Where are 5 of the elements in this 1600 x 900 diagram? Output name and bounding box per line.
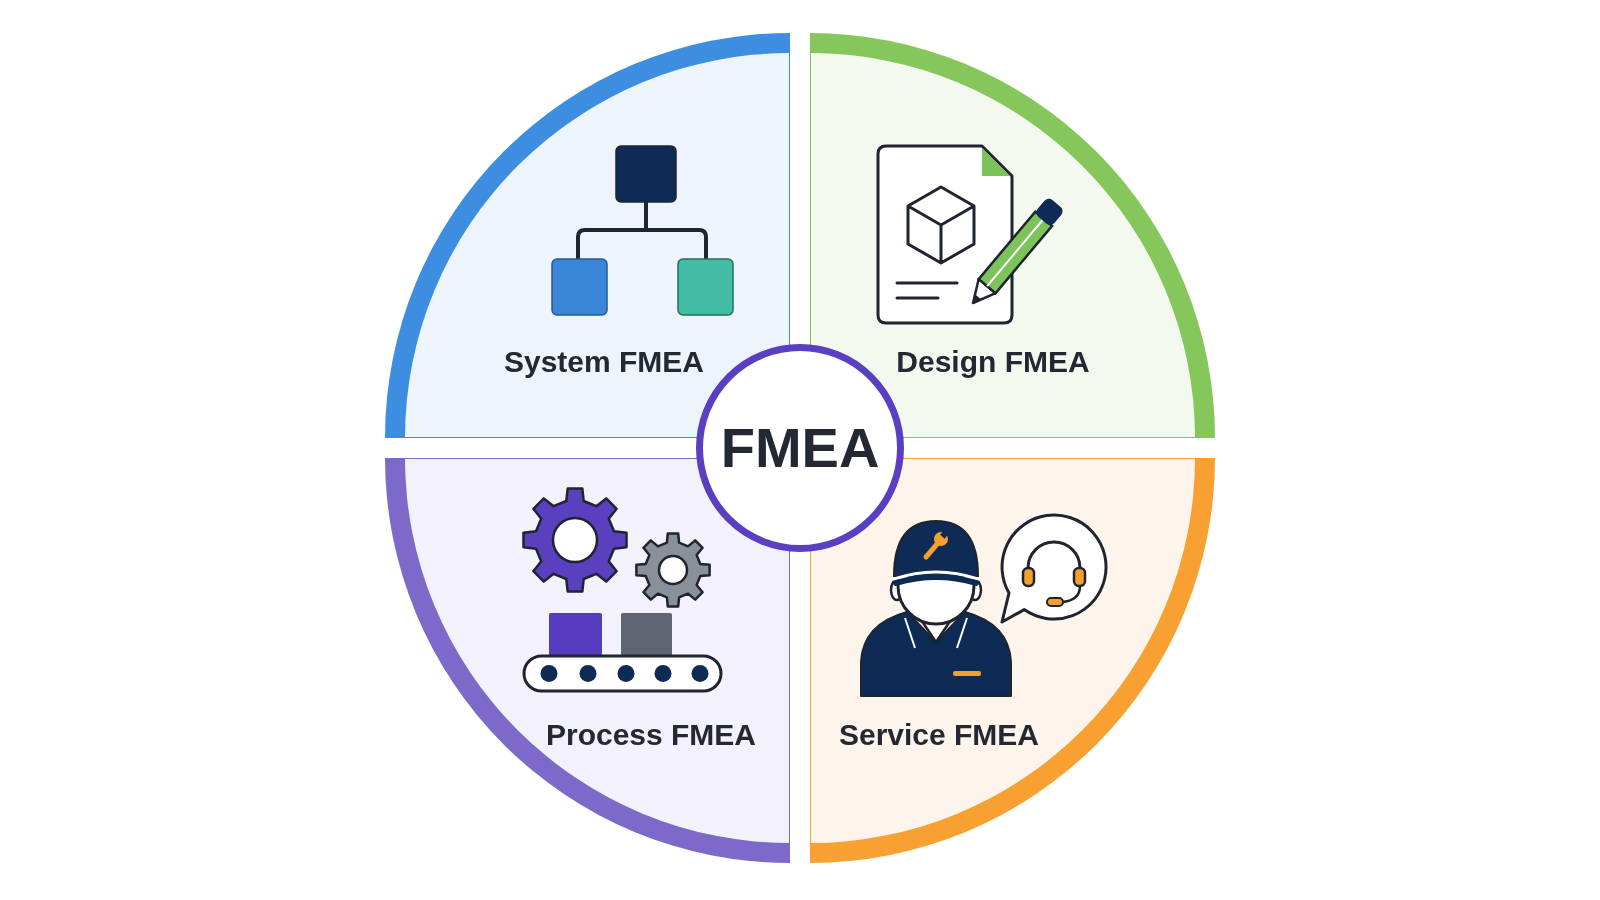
quadrant-title: Design FMEA bbox=[896, 344, 1090, 380]
quadrant-title: Service FMEA bbox=[838, 717, 1040, 753]
quadrant-title: System FMEA bbox=[503, 344, 705, 380]
hub-title: FMEA bbox=[720, 415, 880, 481]
quadrant-title: Process FMEA bbox=[545, 717, 757, 753]
